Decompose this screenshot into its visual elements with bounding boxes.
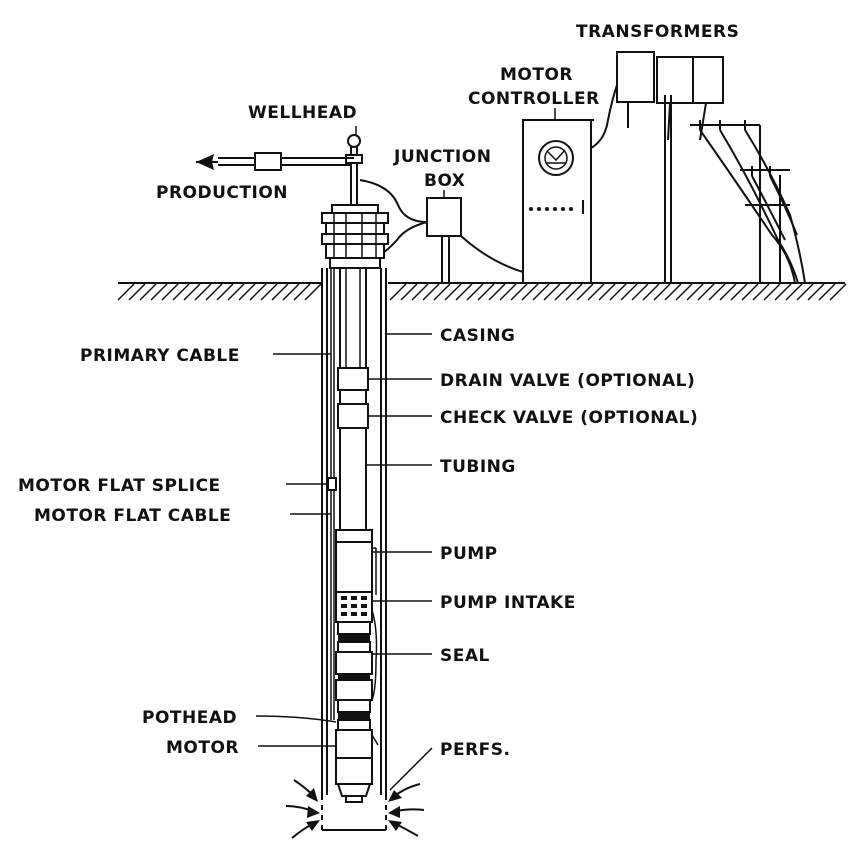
label-production: PRODUCTION [156,183,288,203]
label-motor-controller-line1: MOTOR [500,65,573,85]
motor-flat-splice [327,477,337,720]
seal-section [335,609,378,701]
label-motor-controller-line2: CONTROLLER [468,89,600,109]
label-pothead: POTHEAD [142,708,237,728]
label-junction-box-line2: BOX [424,171,465,191]
drain-valve [337,367,369,391]
pump-assembly [335,529,377,595]
label-seal: SEAL [440,646,490,666]
label-casing: CASING [440,326,515,346]
leader-lines [255,108,556,791]
label-check-valve: CHECK VALVE (OPTIONAL) [440,408,698,428]
casing [321,268,387,831]
label-transformers: TRANSFORMERS [576,22,739,42]
power-pole [664,95,806,284]
check-valve [337,403,369,429]
labels: TRANSFORMERS MOTOR CONTROLLER WELLHEAD J… [18,22,739,760]
label-junction-box-line1: JUNCTION [393,147,491,167]
motor-controller-cabinet [522,84,618,284]
label-pump: PUMP [440,544,498,564]
label-wellhead: WELLHEAD [248,103,357,123]
label-drain-valve: DRAIN VALVE (OPTIONAL) [440,371,695,391]
label-primary-cable: PRIMARY CABLE [80,346,240,366]
inflow-arrows [285,779,425,839]
wellhead [196,134,389,269]
label-perfs: PERFS. [440,740,510,760]
label-motor: MOTOR [166,738,239,758]
label-motor-flat-cable: MOTOR FLAT CABLE [34,506,231,526]
primary-cable-line [330,268,335,480]
pump-intake [335,591,373,623]
transformers [616,51,724,141]
ground-surface [117,282,847,301]
label-tubing: TUBING [440,457,516,477]
label-pump-intake: PUMP INTAKE [440,593,576,613]
tubing-string [339,268,367,530]
pothead [337,699,371,731]
label-motor-flat-splice: MOTOR FLAT SPLICE [18,476,221,496]
motor-unit [335,729,379,803]
